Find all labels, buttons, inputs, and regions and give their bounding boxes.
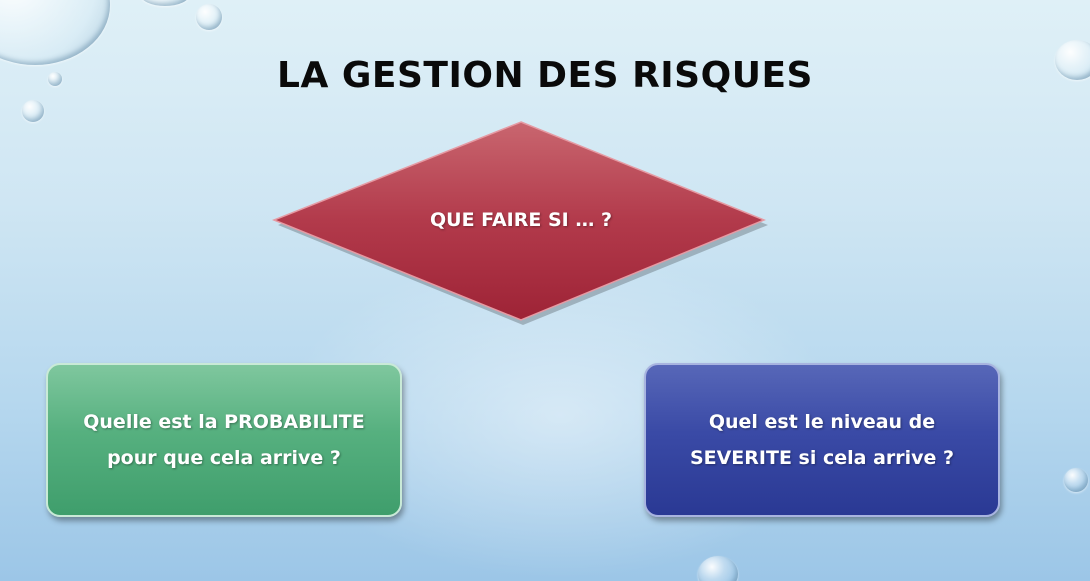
probability-box: Quelle est la PROBABILITE pour que cela … [46,363,402,517]
severity-line-1: Quel est le niveau de [708,411,936,433]
bubble-icon [48,72,62,86]
decision-label: QUE FAIRE SI … ? [430,209,612,231]
slide-title: LA GESTION DES RISQUES [277,55,813,96]
decision-diamond: QUE FAIRE SI … ? [268,118,774,330]
probability-line-2: pour que cela arrive ? [107,447,341,469]
bubble-icon [1055,40,1090,80]
bubble-icon [698,556,738,581]
bubble-icon [1064,468,1088,492]
severity-box: Quel est le niveau de SEVERITE si cela a… [644,363,1000,517]
probability-line-1: Quelle est la PROBABILITE [83,411,365,433]
bubble-icon [22,100,44,122]
severity-line-2: SEVERITE si cela arrive ? [689,447,955,469]
bubble-icon [196,4,222,30]
bubble-icon [140,0,190,6]
diamond-shape [271,121,768,325]
